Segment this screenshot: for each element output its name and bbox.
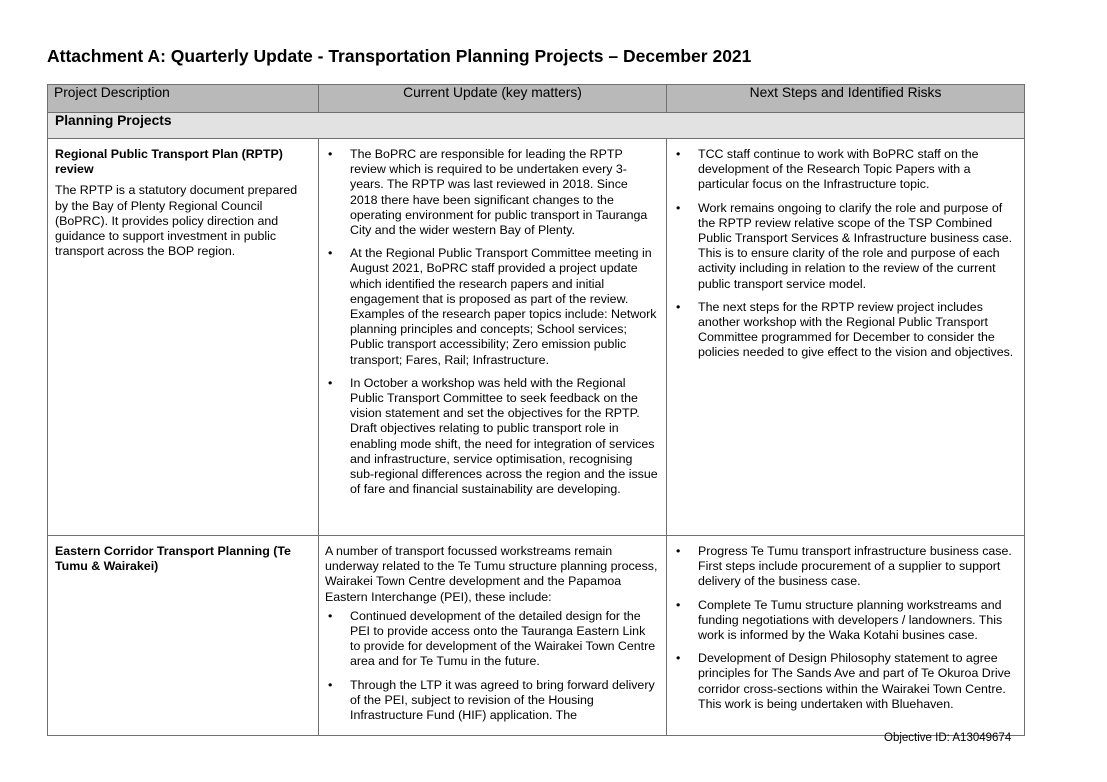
list-item: • TCC staff continue to work with BoPRC s…	[673, 147, 1016, 193]
list-item-text: Complete Te Tumu structure planning work…	[698, 597, 1003, 643]
list-item-text: Progress Te Tumu transport infrastructur…	[698, 544, 1012, 589]
list-item: • Continued development of the detailed d…	[325, 609, 658, 670]
list-item: • Complete Te Tumu structure planning wor…	[673, 598, 1016, 644]
current-update-cell: • The BoPRC are responsible for leading t…	[318, 138, 667, 536]
project-description-text: The RPTP is a statutory document prepare…	[55, 183, 298, 259]
current-update-cell: A number of transport focussed workstrea…	[318, 534, 667, 737]
list-item: • Development of Design Philosophy statem…	[673, 651, 1016, 712]
bullet-icon: •	[676, 651, 681, 666]
bullet-icon: •	[676, 597, 681, 612]
list-item-text: The BoPRC are responsible for leading th…	[350, 147, 648, 238]
projects-table: Project Description Current Update (key …	[47, 84, 1025, 737]
list-item: • Progress Te Tumu transport infrastructu…	[673, 544, 1016, 590]
bullet-icon: •	[328, 677, 333, 692]
list-item-text: At the Regional Public Transport Committ…	[350, 246, 657, 367]
list-item-text: Continued development of the detailed de…	[350, 608, 656, 669]
list-item: • In October a workshop was held with the…	[325, 376, 658, 498]
list-item: • The BoPRC are responsible for leading t…	[325, 147, 658, 238]
bullet-icon: •	[676, 544, 681, 558]
project-description-cell: Regional Public Transport Plan (RPTP) re…	[47, 138, 319, 536]
bullet-icon: •	[328, 246, 333, 261]
section-title: Planning Projects	[47, 112, 1025, 139]
update-intro: A number of transport focussed workstrea…	[325, 544, 658, 604]
bullet-icon: •	[676, 299, 681, 314]
document-title: Attachment A: Quarterly Update - Transpo…	[47, 46, 752, 66]
table-row: Eastern Corridor Transport Planning (Te …	[47, 534, 1025, 737]
list-item: • At the Regional Public Transport Commit…	[325, 246, 658, 368]
list-item-text: Work remains ongoing to clarify the role…	[698, 200, 1013, 291]
list-item-text: In October a workshop was held with the …	[350, 375, 658, 497]
table-row: Regional Public Transport Plan (RPTP) re…	[47, 138, 1025, 536]
bullet-icon: •	[676, 147, 681, 161]
update-list: • Continued development of the detailed d…	[325, 609, 658, 723]
project-description-cell: Eastern Corridor Transport Planning (Te …	[47, 534, 319, 737]
next-steps-cell: • Progress Te Tumu transport infrastructu…	[666, 534, 1025, 737]
list-item-text: Development of Design Philosophy stateme…	[698, 651, 1011, 711]
section-row: Planning Projects	[47, 112, 1025, 139]
list-item: • Work remains ongoing to clarify the rol…	[673, 201, 1016, 292]
objective-id: Objective ID: A13049674	[884, 732, 1012, 744]
update-list: • The BoPRC are responsible for leading t…	[325, 147, 658, 497]
list-item-text: The next steps for the RPTP review proje…	[698, 299, 1014, 360]
bullet-icon: •	[676, 200, 681, 215]
list-item: • Through the LTP it was agreed to bring …	[325, 678, 658, 724]
header-next-steps: Next Steps and Identified Risks	[666, 84, 1025, 113]
table-header-row: Project Description Current Update (key …	[47, 84, 1025, 113]
list-item-text: TCC staff continue to work with BoPRC st…	[698, 147, 979, 192]
list-item: • The next steps for the RPTP review proj…	[673, 300, 1016, 361]
header-project-description: Project Description	[47, 84, 319, 113]
next-steps-cell: • TCC staff continue to work with BoPRC s…	[666, 138, 1025, 536]
bullet-icon: •	[328, 147, 333, 161]
bullet-icon: •	[328, 608, 333, 623]
bullet-icon: •	[328, 375, 333, 390]
next-steps-list: • Progress Te Tumu transport infrastructu…	[673, 544, 1016, 712]
project-title: Eastern Corridor Transport Planning (Te …	[55, 544, 291, 574]
next-steps-list: • TCC staff continue to work with BoPRC s…	[673, 147, 1016, 361]
header-current-update: Current Update (key matters)	[318, 84, 667, 113]
list-item-text: Through the LTP it was agreed to bring f…	[350, 677, 655, 723]
project-title: Regional Public Transport Plan (RPTP) re…	[55, 147, 283, 177]
